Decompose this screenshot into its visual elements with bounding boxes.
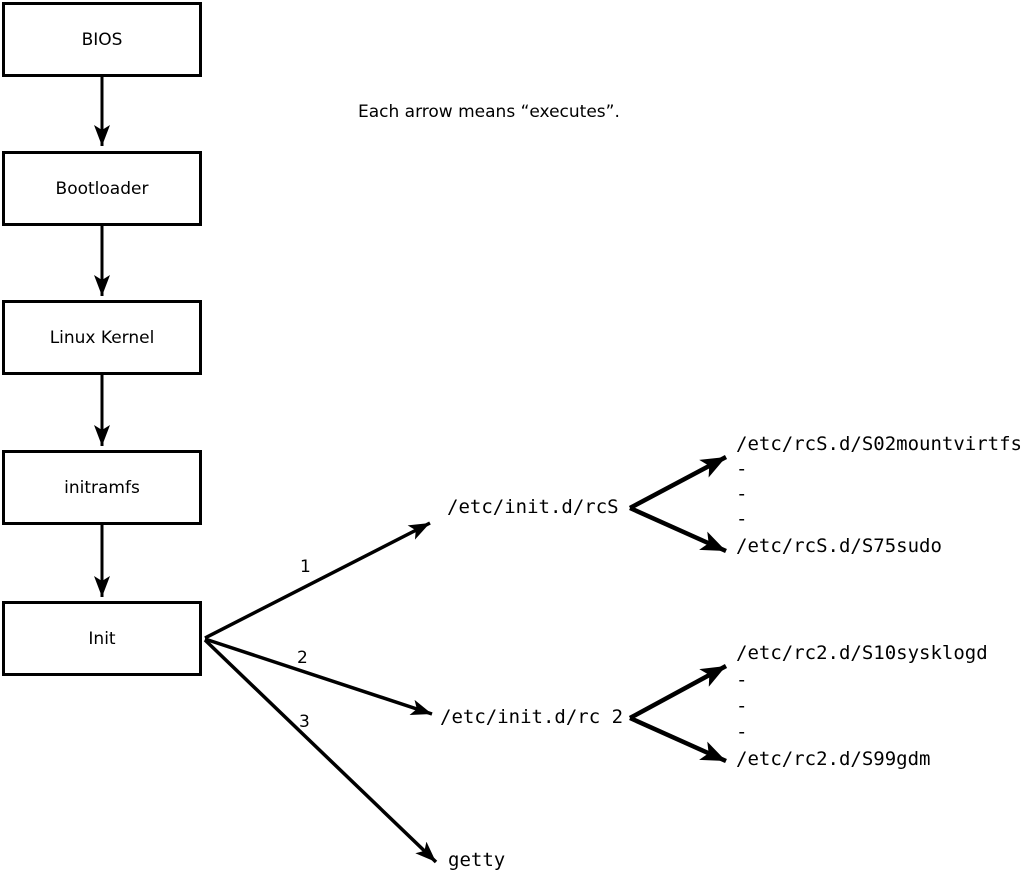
arrow-rc2-to-s10	[628, 664, 728, 720]
box-linux-kernel: Linux Kernel	[2, 300, 202, 375]
target-rc2: /etc/init.d/rc 2	[440, 706, 624, 728]
target-rcS: /etc/init.d/rcS	[447, 496, 619, 518]
arrow-rcS-to-s02	[628, 455, 728, 510]
box-init: Init	[2, 601, 202, 676]
box-bootloader: Bootloader	[2, 151, 202, 226]
box-bootloader-label: Bootloader	[55, 178, 149, 199]
rc2-child-ellipsis-1: -	[736, 669, 748, 691]
arrow-init-to-rcS	[204, 521, 431, 640]
box-initramfs-label: initramfs	[64, 477, 140, 498]
rc2-child-s10sysklogd: /etc/rc2.d/S10sysklogd	[736, 642, 988, 664]
rcS-child-ellipsis-3: -	[736, 508, 748, 530]
edge-label-1: 1	[300, 557, 311, 577]
box-bios: BIOS	[2, 2, 202, 77]
target-getty: getty	[448, 849, 506, 871]
rcS-child-ellipsis-2: -	[736, 483, 748, 505]
box-init-label: Init	[88, 628, 116, 649]
rcS-child-s75sudo: /etc/rcS.d/S75sudo	[736, 535, 942, 557]
arrow-rc2-to-s99	[629, 715, 727, 764]
arrow-init-to-rc2	[204, 637, 433, 716]
caption: Each arrow means “executes”.	[358, 102, 620, 122]
rc2-child-ellipsis-2: -	[736, 695, 748, 717]
box-linux-kernel-label: Linux Kernel	[49, 327, 155, 348]
arrow-rcS-to-s75	[629, 505, 727, 554]
box-bios-label: BIOS	[81, 29, 123, 50]
box-initramfs: initramfs	[2, 450, 202, 525]
rc2-child-ellipsis-3: -	[736, 721, 748, 743]
edge-label-2: 2	[297, 648, 308, 668]
rcS-child-s02mountvirtfs: /etc/rcS.d/S02mountvirtfs	[736, 433, 1022, 455]
rcS-child-ellipsis-1: -	[736, 458, 748, 480]
rc2-child-s99gdm: /etc/rc2.d/S99gdm	[736, 748, 931, 770]
arrow-init-to-getty	[203, 638, 438, 864]
edge-label-3: 3	[299, 712, 310, 732]
